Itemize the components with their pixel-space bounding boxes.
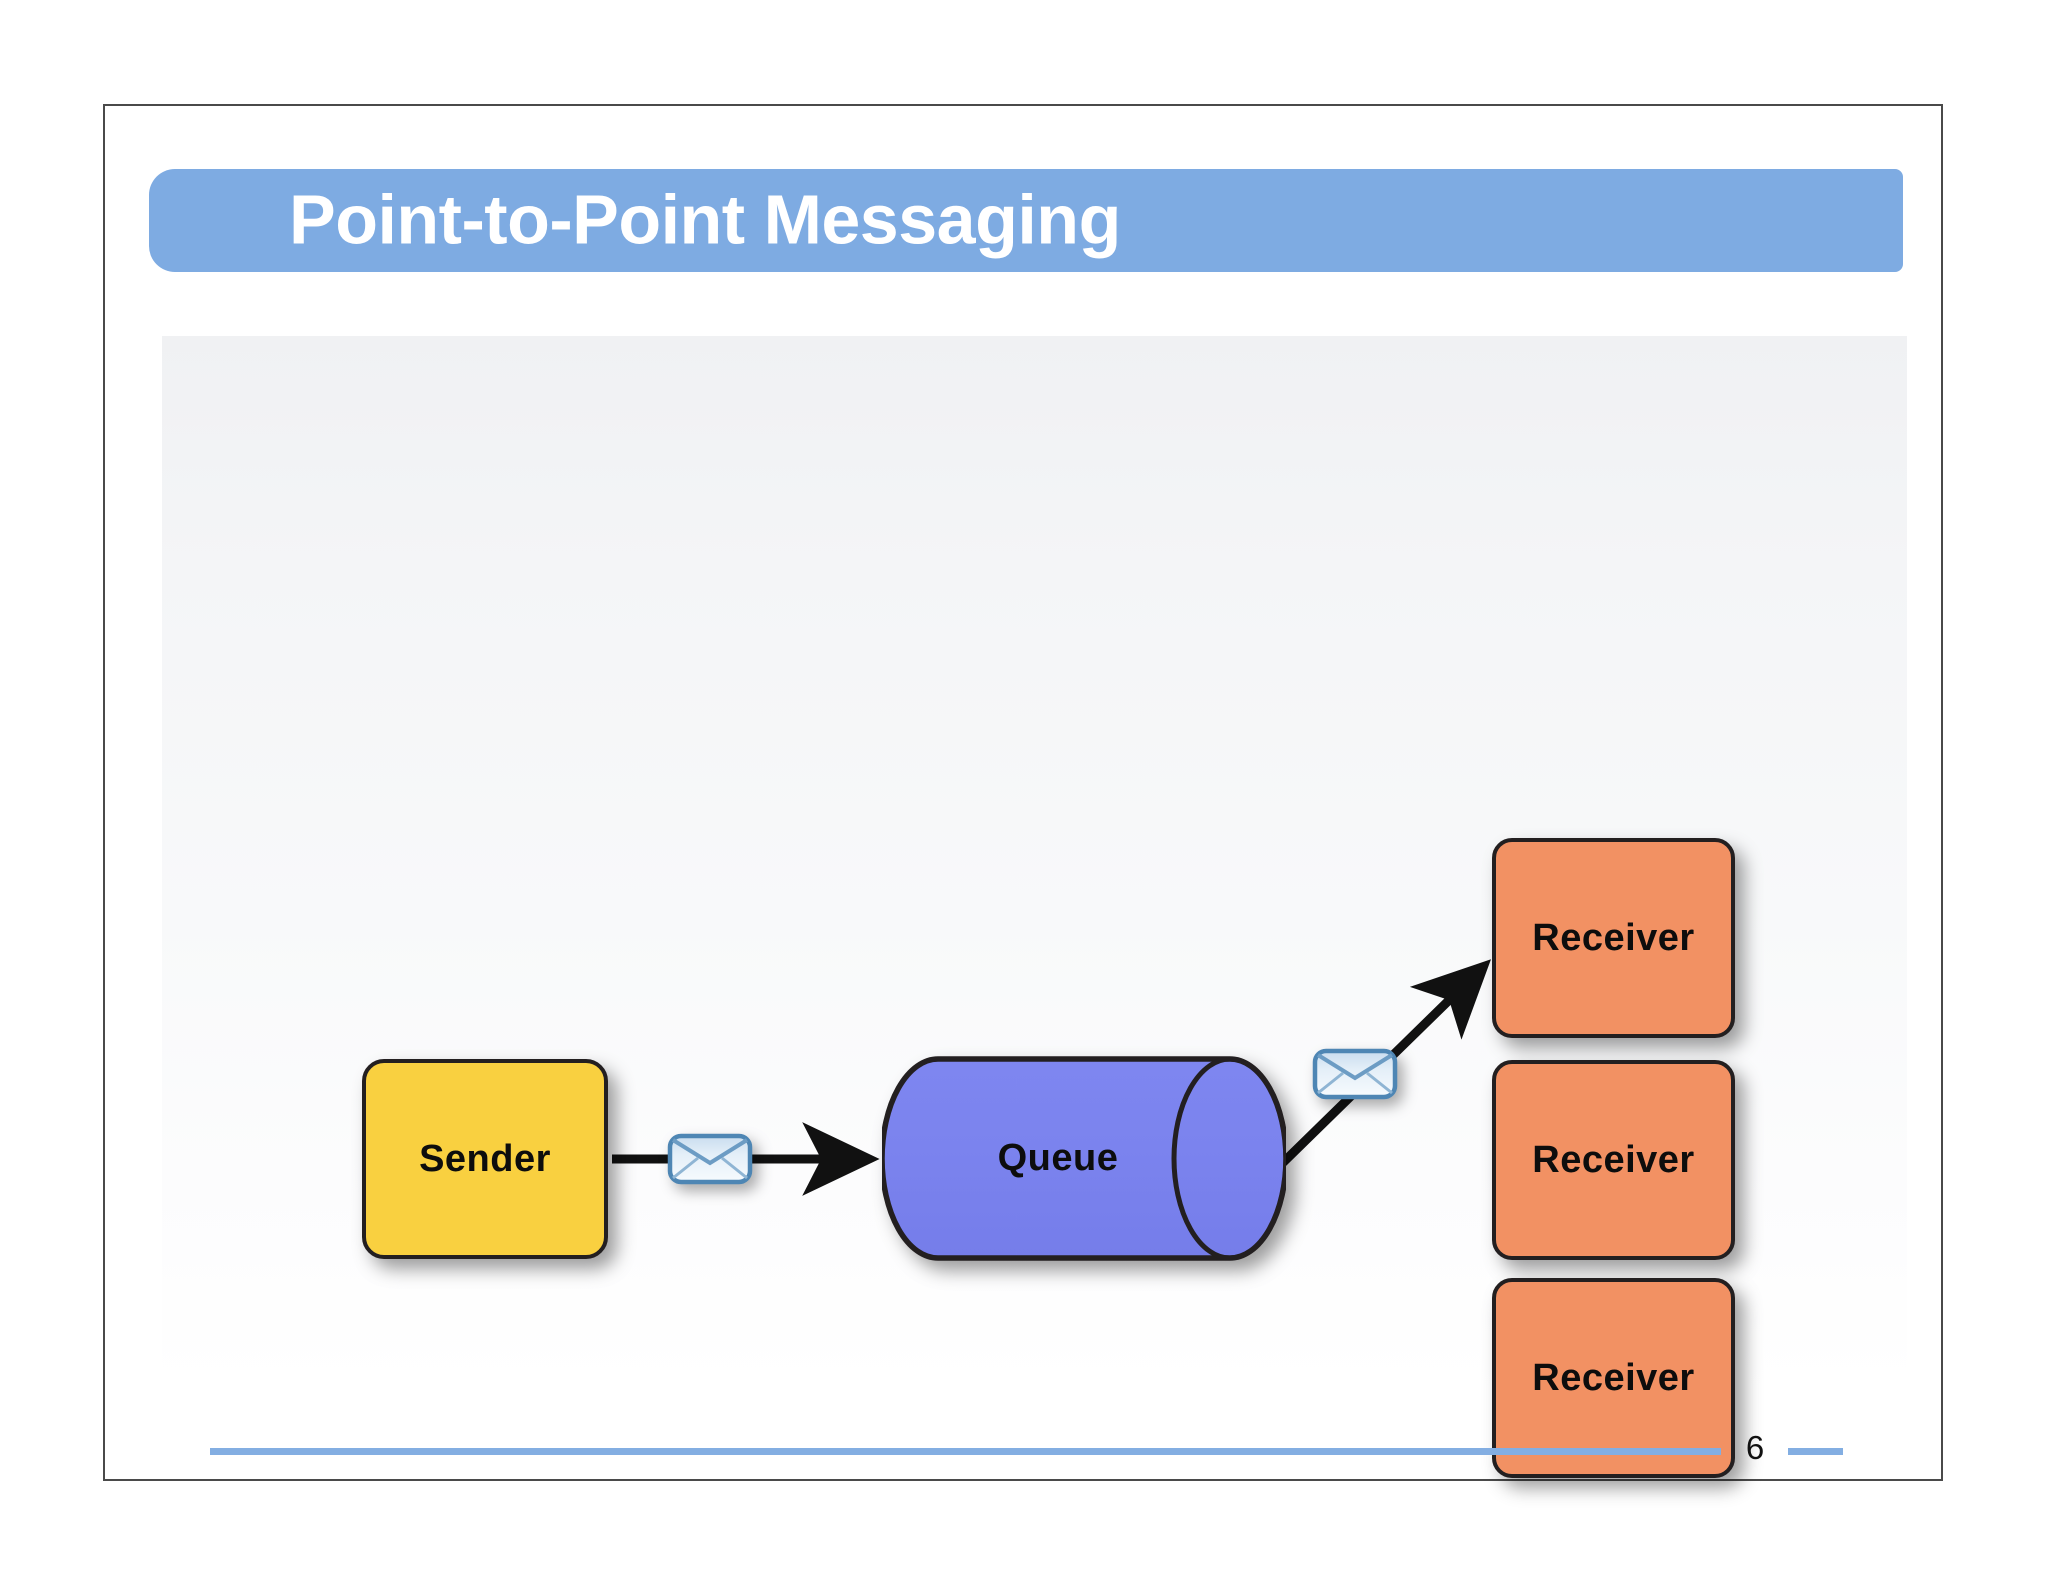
- footer-rule-left: [210, 1448, 1721, 1455]
- slide-footer: 6: [210, 1429, 1910, 1476]
- node-receiver-2[interactable]: Receiver: [1492, 1060, 1735, 1260]
- node-sender[interactable]: Sender: [362, 1059, 608, 1259]
- node-queue[interactable]: Queue: [882, 1056, 1286, 1261]
- page-number: 6: [1745, 1429, 1765, 1466]
- envelope-icon: [1312, 1048, 1398, 1100]
- slide: Point-to-Point Messaging: [103, 104, 1943, 1481]
- envelope-icon: [667, 1133, 753, 1185]
- node-receiver-1[interactable]: Receiver: [1492, 838, 1735, 1038]
- messaging-flow-diagram: Sender Queue Receiver Receiver: [162, 336, 1907, 1478]
- footer-rule-right: [1788, 1448, 1843, 1455]
- slide-title-banner: Point-to-Point Messaging: [149, 169, 1903, 272]
- node-receiver-1-label: Receiver: [1532, 916, 1695, 959]
- node-receiver-3-label: Receiver: [1532, 1356, 1695, 1399]
- node-receiver-2-label: Receiver: [1532, 1138, 1695, 1181]
- page-title: Point-to-Point Messaging: [289, 179, 1121, 258]
- slide-content-area: Sender Queue Receiver Receiver: [162, 336, 1907, 1478]
- node-receiver-3[interactable]: Receiver: [1492, 1278, 1735, 1478]
- node-sender-label: Sender: [419, 1137, 551, 1180]
